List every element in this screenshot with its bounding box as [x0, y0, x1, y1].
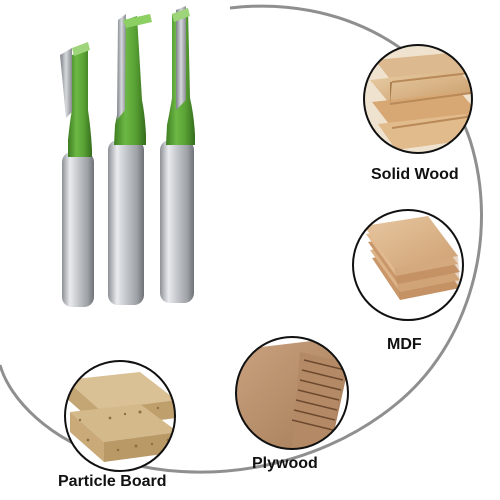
label-solid-wood: Solid Wood [371, 166, 459, 183]
label-plywood: Plywood [252, 455, 318, 472]
router-bit-middle [108, 14, 152, 305]
label-particle-board: Particle Board [58, 473, 167, 490]
solid-wood-circle [363, 44, 473, 154]
plywood-circle [235, 336, 349, 450]
router-bit-left [60, 42, 94, 307]
router-bit-right [160, 6, 195, 303]
particle-board-circle [64, 360, 176, 472]
label-mdf: MDF [387, 336, 422, 353]
mdf-circle [352, 209, 464, 321]
